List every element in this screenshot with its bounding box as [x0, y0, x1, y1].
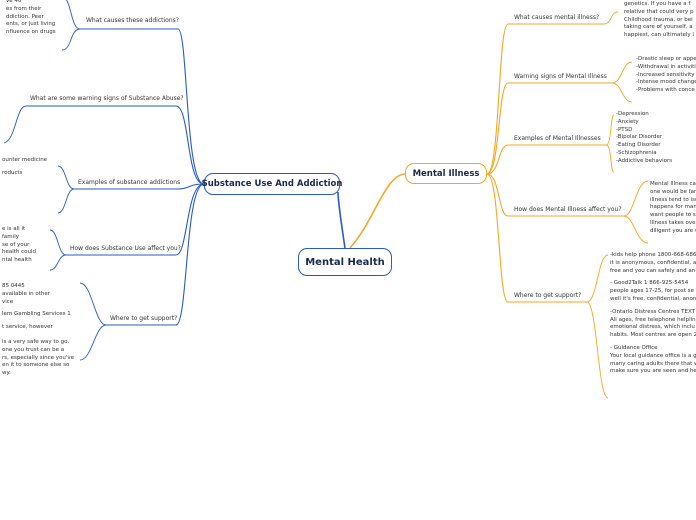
note-line: -Bipolar Disorder [616, 134, 663, 141]
note-line: e is all it [2, 226, 26, 232]
note-line: es from their [6, 5, 42, 12]
note-line: -Drastic sleep or appe [636, 56, 696, 62]
note-line: make sure you are seen and he [610, 368, 696, 375]
note-line: -Addictive behaviors [616, 157, 673, 164]
note-line: taking care of yourself, a [624, 24, 693, 31]
note-left-support-b: is a very safe way to go.one you trust c… [2, 339, 74, 378]
note-line: available in other [2, 290, 50, 297]
note-line: many caring adults there that w [610, 360, 696, 367]
note-line: ounter medicine [2, 157, 48, 163]
note-line: - Guidance Office [610, 344, 658, 351]
note-line: Illness takes over [650, 219, 696, 226]
mental-illness-label: Mental Illness [412, 168, 480, 179]
note-line: emotional distress, which inclu [610, 324, 695, 331]
note-line: one would be fam [650, 188, 696, 195]
note-line: vice [2, 298, 14, 305]
note-line: one you trust can be a [2, 346, 65, 353]
note-line: rs, especially since you've [2, 354, 75, 361]
note-line: ve 46 [6, 0, 22, 4]
note-line: - Good2Talk 1 866-925-5454 [610, 280, 689, 287]
connector-left-affect [175, 183, 205, 256]
note-line: -Eating Disorder [616, 142, 661, 149]
note-line: relative that could very p [624, 8, 694, 15]
note-line: roducts [2, 169, 23, 176]
connector-right-examples [486, 144, 509, 175]
note-line: happiest, can ultimately l [624, 32, 694, 39]
note-line: en it to someone else so [2, 362, 70, 369]
note-left-examples: ounter medicine roducts [2, 157, 47, 178]
connector-right-affect [486, 173, 509, 217]
note-line: -Depression [616, 111, 649, 117]
main-node-substance-use[interactable]: Substance Use And Addiction [201, 173, 343, 195]
note-line: -kids help phone 1800-668-686 [610, 252, 696, 258]
note-line: nfluence on drugs [6, 29, 56, 36]
branch-right-support[interactable]: Where to get support? [514, 292, 582, 299]
branch-right-warning[interactable]: Warning signs of Mental Illness [514, 73, 607, 80]
connector-root-left [337, 191, 346, 249]
branch-left-causes[interactable]: What causes these addictions? [86, 17, 179, 24]
note-line: happens for many [650, 204, 696, 211]
note-line: habits. Most centres are open 2 [610, 332, 696, 339]
branch-right-affect[interactable]: How does Mental Illness affect you? [514, 206, 622, 213]
note-line: health could [2, 249, 37, 256]
note-line: genetics. If you have a f [624, 1, 691, 7]
branch-right-causes[interactable]: What causes mental illness? [514, 14, 600, 21]
connector-left-warning [175, 105, 205, 185]
note-line: -Increased sensitivity [636, 71, 695, 78]
note-line: want people to se [650, 212, 696, 219]
note-line: people ages 17-25, for post se [610, 288, 694, 295]
note-line: well it's free, confidential, anon [610, 295, 696, 302]
connector-right-causes [486, 23, 509, 175]
connector-left-causes [177, 28, 205, 185]
root-node[interactable]: Mental Health [298, 248, 392, 276]
root-label: Mental Health [305, 256, 385, 268]
branch-left-support[interactable]: Where to get support? [110, 315, 178, 322]
note-line: -Schizophrenia [616, 149, 657, 156]
note-line: wy. [2, 370, 11, 377]
note-line: diligent you are w [650, 227, 696, 234]
branch-left-affect[interactable]: How does Substance Use affect you? [70, 245, 181, 252]
note-line: it is anonymous, confidential, a [610, 259, 696, 266]
note-line: Childhood trauma, or bei [624, 16, 693, 23]
note-line: -Anxiety [616, 118, 639, 125]
note-line: Your local guidance office is a g [610, 352, 696, 359]
note-right-warning: -Drastic sleep or appe-Withdrawal in act… [636, 56, 696, 95]
note-line: t service, however [2, 324, 53, 331]
note-line: free and you can safely and an [610, 267, 696, 274]
note-line: se of your [2, 241, 30, 248]
branch-left-examples[interactable]: Examples of substance addictions [78, 179, 181, 186]
note-line: lem Gambling Services 1 [2, 311, 71, 318]
connector-right-support [486, 173, 509, 303]
note-right-examples: -Depression-Anxiety-PTSD-Bipolar Disorde… [616, 111, 672, 166]
note-line: ddiction. Peer [6, 13, 44, 20]
note-line: ents, or just living [6, 21, 56, 28]
branch-right-examples[interactable]: Examples of Mental Illnesses [514, 135, 601, 142]
note-line: -Intense mood change [636, 79, 696, 86]
connector-root-right [349, 173, 406, 249]
note-line: is a very safe way to go. [2, 339, 70, 345]
connector-right-warning [486, 82, 509, 175]
note-line: ntal health [2, 257, 32, 264]
note-line: -PTSD [616, 126, 633, 133]
note-line: 85 0445 [2, 283, 25, 289]
note-line: -Withdrawal in activiti [636, 63, 696, 70]
note-line: family [2, 233, 19, 240]
branch-left-warning[interactable]: What are some warning signs of Substance… [30, 95, 184, 102]
note-line: All ages, free telephone helplin [610, 316, 696, 323]
connector-left-examples [177, 183, 205, 190]
connector-left-support [175, 183, 205, 326]
note-line: illness tend to iso [650, 196, 696, 203]
note-line: Mental Illness ca [650, 181, 696, 187]
main-node-mental-illness[interactable]: Mental Illness [405, 163, 487, 184]
note-line: -Problems with conce [636, 87, 695, 94]
note-line: -Ontario Distress Centres TEXT [610, 308, 696, 315]
substance-use-label: Substance Use And Addiction [201, 179, 343, 189]
